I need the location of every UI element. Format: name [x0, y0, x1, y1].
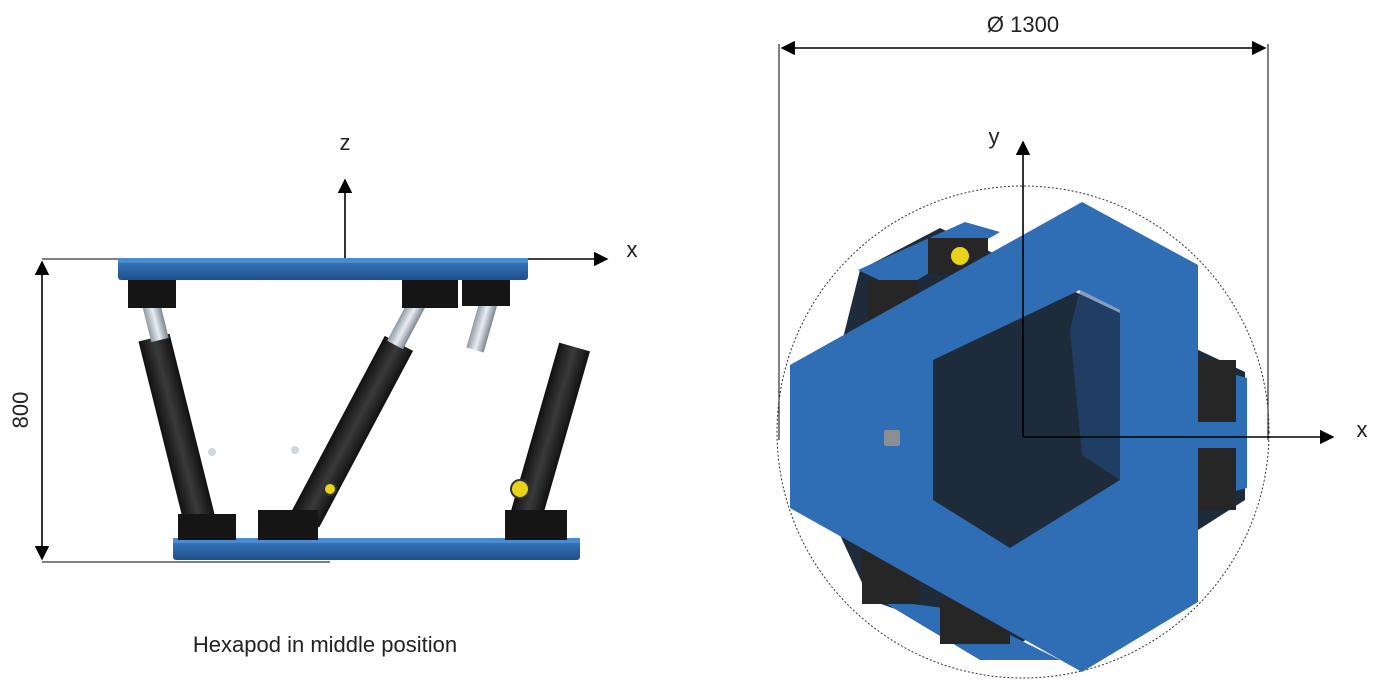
- top-joint: [402, 278, 458, 308]
- platform-mark: [884, 430, 900, 446]
- connector-icon: [291, 446, 299, 454]
- top-joint: [462, 278, 510, 306]
- connector-icon: [951, 247, 969, 265]
- platform-inner-shadow: [1070, 290, 1120, 480]
- x-axis-label: x: [1357, 417, 1368, 442]
- bottom-joint: [258, 510, 318, 540]
- top-platform-triangle: [790, 202, 1198, 672]
- actuator-head: [1198, 448, 1236, 510]
- top-platform: [118, 258, 528, 280]
- bottom-joint: [178, 514, 236, 540]
- outer-diameter-circle: [776, 185, 1270, 679]
- caption: Hexapod in middle position: [193, 632, 457, 657]
- z-axis-label: z: [340, 130, 351, 155]
- top-view: Ø 1300 y x: [776, 12, 1368, 679]
- actuator-head: [1198, 360, 1236, 422]
- bottom-platform: [173, 538, 580, 560]
- connector-icon: [510, 479, 530, 499]
- height-dimension-label: 800: [8, 392, 33, 429]
- y-axis-label: y: [989, 124, 1000, 149]
- top-joint: [128, 278, 176, 308]
- side-view: 800: [8, 130, 638, 657]
- connector-icon: [323, 482, 337, 496]
- connector-icon: [208, 448, 216, 456]
- bottom-joint: [505, 510, 567, 540]
- x-axis-label: x: [627, 237, 638, 262]
- diameter-dimension-label: Ø 1300: [987, 12, 1059, 37]
